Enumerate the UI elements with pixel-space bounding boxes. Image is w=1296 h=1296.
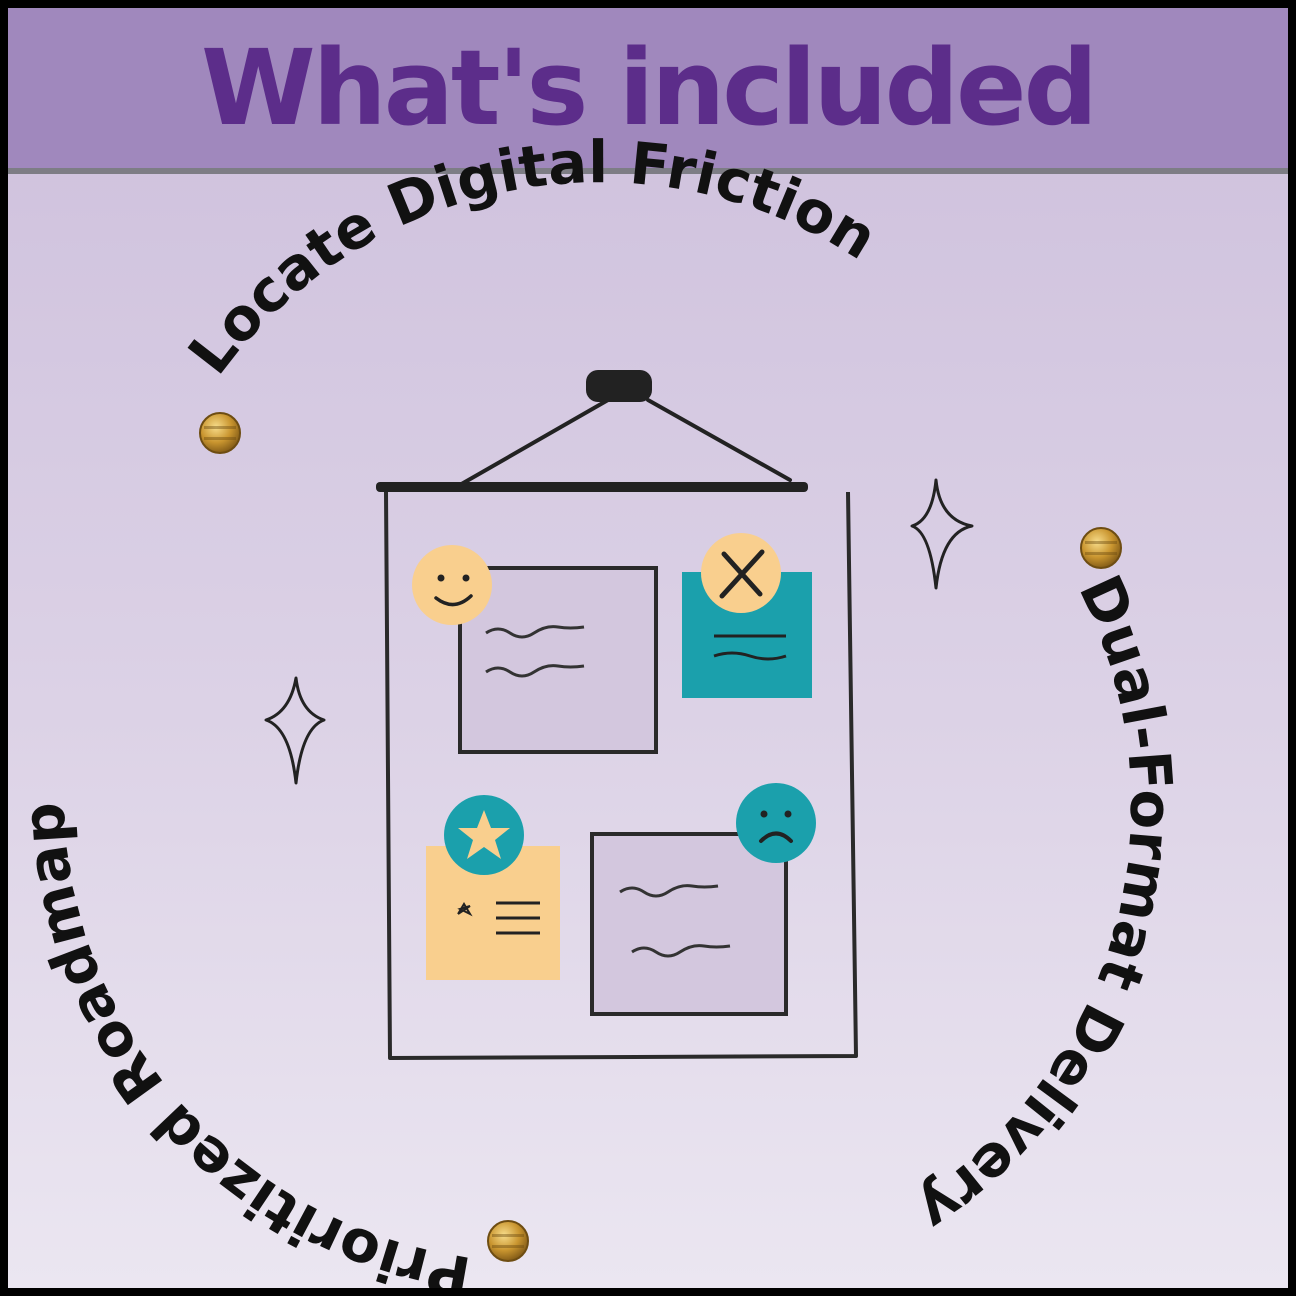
star-icon <box>444 795 524 875</box>
hanger-icon <box>586 370 652 402</box>
frown-icon <box>736 783 816 863</box>
sparkle-icon <box>910 478 974 590</box>
gold-bullet-icon <box>1080 527 1122 569</box>
item-label-locate: Locate Digital Friction <box>175 128 888 386</box>
gold-bullet-icon <box>199 412 241 454</box>
smiley-icon <box>412 545 492 625</box>
x-mark-icon <box>701 533 781 613</box>
item-label-delivery: Dual-Format Delivery <box>906 565 1185 1246</box>
pinboard-illustration <box>376 370 858 1060</box>
item-label-roadmap: Prioritized Roadmap <box>9 800 475 1288</box>
illustration-scene: Locate Digital Friction Dual-Format Deli… <box>9 128 1185 1288</box>
gold-bullet-icon <box>487 1220 529 1262</box>
page-title: What's included <box>200 27 1098 149</box>
sparkle-icon <box>264 676 326 785</box>
header-banner: What's included <box>8 8 1288 174</box>
